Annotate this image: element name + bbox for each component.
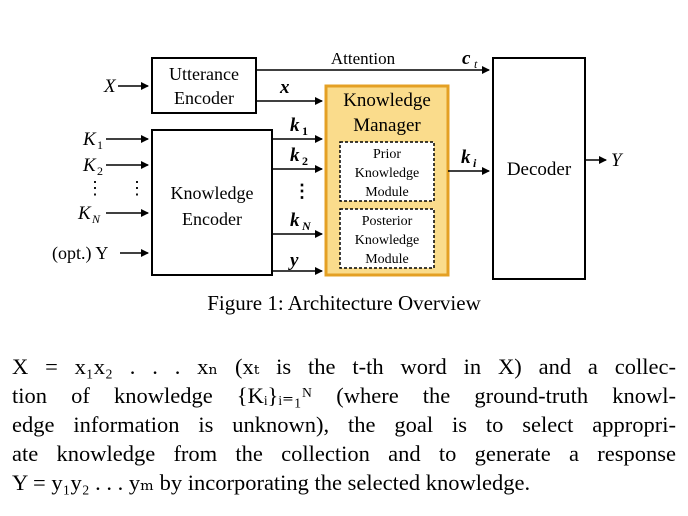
input-k2: K 2: [82, 155, 149, 178]
encoded-ellipsis: ⋮: [293, 181, 311, 201]
kn-encoded-label: k: [290, 210, 300, 231]
knowledge-manager-label-1: Knowledge: [343, 90, 431, 111]
c-t-label: c: [462, 48, 471, 69]
paragraph-line-5: Y = y₁y₂ . . . yₘ by incorporating the s…: [12, 470, 531, 495]
paragraph-line-2: tion of knowledge {Kᵢ}ᵢ₌₁ᴺ (where the gr…: [12, 383, 676, 408]
utterance-encoder-label-1: Utterance: [169, 64, 239, 84]
k2-encoded-label: k: [290, 145, 300, 166]
architecture-diagram: Utterance Encoder Knowledge Encoder Know…: [52, 48, 624, 280]
y-encoded-connection: y: [272, 250, 323, 275]
knowledge-encoder-label-2: Encoder: [182, 209, 242, 229]
k1-encoded-sub: 1: [302, 124, 308, 138]
input-k1-sub: 1: [97, 138, 103, 152]
posterior-module-label-1: Posterior: [362, 214, 413, 229]
k2-encoded-connection: k 2: [272, 145, 323, 173]
input-x: X: [103, 76, 149, 97]
input-kn-label: K: [77, 203, 92, 224]
input-opt-y-label: (opt.) Y: [52, 243, 108, 264]
ki-sub: i: [473, 156, 477, 170]
output-y: Y: [585, 150, 624, 171]
knowledge-manager-label-2: Manager: [353, 115, 421, 136]
input-k2-label: K: [82, 155, 97, 176]
k1-encoded-label: k: [290, 115, 300, 136]
paragraph-line-1: X = x₁x₂ . . . xₙ (xₜ is the t-th word i…: [12, 354, 676, 379]
k1-encoded-connection: k 1: [272, 115, 323, 143]
utterance-encoder-label-2: Encoder: [174, 88, 234, 108]
kn-encoded-connection: k N: [272, 210, 323, 238]
decoder-label: Decoder: [507, 159, 572, 180]
c-t-sub: t: [474, 57, 478, 71]
body-paragraph: X = x₁x₂ . . . xₙ (xₜ is the t-th word i…: [12, 352, 676, 497]
y-encoded-label: y: [288, 250, 299, 271]
output-y-label: Y: [611, 150, 624, 171]
input-kn-sub: N: [91, 212, 101, 226]
input-k1-label: K: [82, 129, 97, 150]
attention-label: Attention: [331, 49, 396, 68]
figure-caption: Figure 1: Architecture Overview: [207, 291, 481, 315]
input-k1: K 1: [82, 129, 149, 152]
input-kn: K N: [77, 203, 149, 226]
paragraph-line-3: edge information is unknown), the goal i…: [12, 412, 676, 437]
prior-module-label-2: Knowledge: [355, 166, 420, 181]
utterance-encoder-block: Utterance Encoder: [151, 57, 257, 114]
input-x-label: X: [103, 76, 117, 97]
input-ellipsis-right: ⋮: [128, 178, 146, 198]
posterior-module-label-2: Knowledge: [355, 233, 420, 248]
knowledge-encoder-label-1: Knowledge: [171, 183, 254, 203]
paragraph-line-4: ate knowledge from the collection and to…: [12, 441, 676, 466]
input-opt-y: (opt.) Y: [52, 243, 149, 264]
x-encoded-connection: x: [256, 77, 323, 105]
k2-encoded-sub: 2: [302, 154, 308, 168]
prior-module-label-3: Module: [365, 185, 409, 200]
prior-module-label-1: Prior: [373, 147, 401, 162]
posterior-module-label-3: Module: [365, 252, 409, 267]
ki-label: k: [461, 147, 471, 168]
knowledge-encoder-block: Knowledge Encoder: [151, 129, 273, 276]
kn-encoded-sub: N: [301, 219, 312, 233]
posterior-knowledge-module: Posterior Knowledge Module: [339, 208, 435, 269]
attention-connection: Attention c t: [256, 48, 490, 74]
input-ellipsis-left: ⋮: [86, 178, 104, 198]
x-encoded-label: x: [279, 77, 290, 98]
decoder-block: Decoder: [492, 57, 586, 280]
ki-connection: k i: [448, 147, 490, 175]
prior-knowledge-module: Prior Knowledge Module: [339, 141, 435, 202]
input-k2-sub: 2: [97, 164, 103, 178]
